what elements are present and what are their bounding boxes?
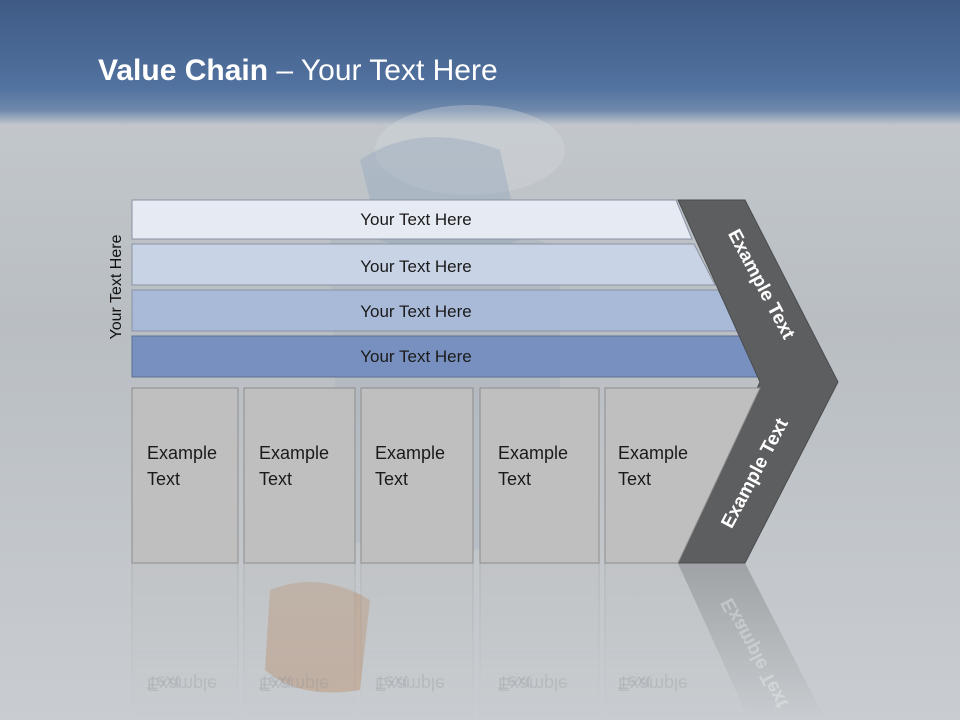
- svg-text:Text: Text: [498, 672, 531, 692]
- svg-text:Example: Example: [498, 443, 568, 463]
- svg-text:Text: Text: [498, 469, 531, 489]
- support-bar-4-label: Your Text Here: [360, 347, 472, 366]
- svg-text:Example: Example: [498, 674, 568, 694]
- support-bar-1: Your Text Here: [131, 199, 693, 240]
- support-bar-1-shape: [131, 199, 693, 240]
- primary-cell-2-box: [243, 387, 356, 564]
- svg-text:Text: Text: [147, 469, 180, 489]
- primary-cell-1-line1: Example: [147, 443, 217, 463]
- primary-cell-4: Example Text: [479, 387, 600, 564]
- svg-text:Example: Example: [375, 443, 445, 463]
- header-band: [0, 0, 960, 125]
- title-rest: – Your Text Here: [268, 54, 498, 87]
- svg-text:Example: Example: [147, 443, 217, 463]
- support-bar-3: Your Text Here: [131, 289, 740, 332]
- support-bar-4: Your Text Here: [131, 335, 764, 378]
- svg-text:Text: Text: [618, 672, 651, 692]
- svg-text:Text: Text: [375, 469, 408, 489]
- support-bar-3-label: Your Text Here: [360, 302, 472, 321]
- support-bar-2-label: Your Text Here: [360, 257, 472, 276]
- primary-cell-1: Example Text: [131, 387, 239, 564]
- svg-text:Text: Text: [259, 469, 292, 489]
- primary-cell-4-line2: Text: [498, 469, 531, 489]
- support-bar-1-label: Your Text Here: [360, 210, 472, 229]
- svg-text:Example: Example: [259, 674, 329, 694]
- svg-text:Text: Text: [375, 672, 408, 692]
- primary-cell-3-line1: Example: [375, 443, 445, 463]
- svg-text:Text: Text: [259, 672, 292, 692]
- primary-cell-5: Example Text: [604, 387, 761, 564]
- primary-cell-2: Example Text: [243, 387, 356, 564]
- support-bar-2: Your Text Here: [131, 243, 716, 286]
- svg-text:Text: Text: [618, 469, 651, 489]
- primary-cell-3-box: [360, 387, 474, 564]
- primary-cell-4-line1: Example: [498, 443, 568, 463]
- primary-cell-1-line2: Text: [147, 469, 180, 489]
- primary-cell-4-box: [479, 387, 600, 564]
- primary-cell-3: Example Text: [360, 387, 474, 564]
- diagram-reflection: [131, 562, 826, 720]
- primary-cell-2-line2: Text: [259, 469, 292, 489]
- svg-text:Example: Example: [259, 443, 329, 463]
- side-label: Your Text Here: [108, 234, 125, 339]
- primary-cell-2-line1: Example: [259, 443, 329, 463]
- svg-text:Example: Example: [618, 443, 688, 463]
- slide-title: Value Chain – Your Text Here: [98, 54, 498, 88]
- support-bar-2-shape: [131, 243, 716, 286]
- svg-text:Example: Example: [618, 674, 688, 694]
- svg-text:Example: Example: [147, 674, 217, 694]
- primary-cell-5-line1: Example: [618, 443, 688, 463]
- title-strong: Value Chain: [98, 54, 269, 87]
- svg-text:Text: Text: [147, 672, 180, 692]
- primary-cell-1-box: [131, 387, 239, 564]
- primary-cell-5-line2: Text: [618, 469, 651, 489]
- svg-text:Example: Example: [375, 674, 445, 694]
- primary-cell-3-line2: Text: [375, 469, 408, 489]
